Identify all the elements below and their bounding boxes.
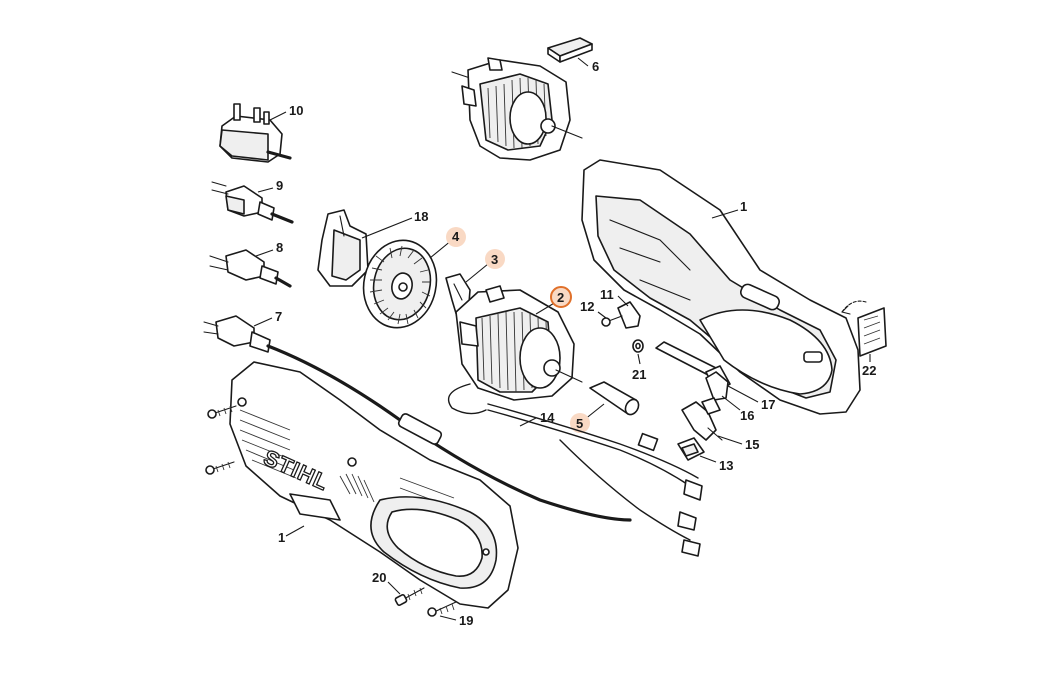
leader-line-9 — [257, 187, 274, 193]
callout-22[interactable]: 22 — [862, 363, 876, 378]
leader-line-20 — [387, 581, 401, 595]
callout-14[interactable]: 14 — [540, 410, 555, 425]
wiring-harness-part-14[interactable] — [487, 403, 703, 557]
trigger-part-15[interactable] — [681, 397, 723, 441]
leader-line-7 — [253, 317, 273, 327]
sleeve-part-5[interactable] — [589, 381, 641, 417]
uk-plug-part-10[interactable] — [219, 103, 292, 163]
screw-part-19[interactable] — [427, 601, 457, 617]
callout-17[interactable]: 17 — [761, 397, 775, 412]
housing-shell-left-part-1[interactable]: STIHL — [229, 361, 519, 609]
housing-screw-upper[interactable] — [207, 405, 237, 419]
fan-wheel-part-4[interactable] — [356, 233, 445, 334]
leader-line-10 — [269, 111, 287, 121]
callout-6[interactable]: 6 — [592, 59, 599, 74]
clamp-part-11[interactable] — [617, 301, 641, 329]
motor-part-2[interactable] — [447, 285, 583, 415]
leader-line-8 — [255, 249, 274, 257]
lever-part-16[interactable] — [705, 371, 729, 401]
bracket-part-18[interactable] — [317, 209, 369, 287]
leader-line-3 — [465, 263, 489, 283]
callout-1a[interactable]: 1 — [740, 199, 747, 214]
leader-line-18 — [361, 217, 413, 239]
leader-line-6 — [577, 57, 589, 67]
leader-line-1a — [711, 209, 739, 219]
callout-13[interactable]: 13 — [719, 458, 733, 473]
highlight-badge-4 — [446, 227, 466, 247]
leader-line-1b — [285, 525, 305, 537]
leader-line-19 — [439, 615, 457, 621]
leader-line-13 — [699, 455, 717, 463]
euro-plug-part-8[interactable] — [209, 249, 292, 288]
callout-9[interactable]: 9 — [276, 178, 283, 193]
callout-12[interactable]: 12 — [580, 299, 594, 314]
leader-line-12 — [597, 311, 607, 319]
switch-part-13[interactable] — [677, 437, 705, 461]
callout-3[interactable]: 3 — [491, 252, 498, 267]
screw-part-20[interactable] — [394, 587, 425, 606]
leader-line-17 — [727, 385, 759, 403]
washer-part-21[interactable] — [632, 339, 644, 353]
highlight-badge-3 — [485, 249, 505, 269]
callout-21[interactable]: 21 — [632, 367, 646, 382]
callout-18[interactable]: 18 — [414, 209, 428, 224]
motor-assembly-part-6[interactable] — [451, 57, 583, 161]
leader-line-16 — [721, 395, 741, 411]
callout-20[interactable]: 20 — [372, 570, 386, 585]
leader-line-11 — [617, 295, 629, 307]
callout-16[interactable]: 16 — [740, 408, 754, 423]
housing-shell-right-part-1[interactable] — [581, 159, 861, 415]
highlight-badge-5 — [570, 413, 590, 433]
power-cord-part-7[interactable] — [203, 315, 632, 522]
callout-11[interactable]: 11 — [600, 287, 614, 302]
leader-line-14 — [519, 417, 537, 427]
callout-4[interactable]: 4 — [452, 229, 460, 244]
highlight-badge-2 — [550, 286, 572, 308]
leader-line-15 — [717, 435, 743, 445]
label-sticker-part-22[interactable] — [841, 300, 887, 357]
housing-screw-lower[interactable] — [205, 461, 235, 475]
leader-line-21 — [637, 353, 641, 365]
callout-10[interactable]: 10 — [289, 103, 303, 118]
callout-15[interactable]: 15 — [745, 437, 759, 452]
eu-plug-part-9[interactable] — [211, 181, 294, 224]
callout-8[interactable]: 8 — [276, 240, 283, 255]
callout-5[interactable]: 5 — [576, 416, 583, 431]
callout-7[interactable]: 7 — [275, 309, 282, 324]
callout-1b[interactable]: 1 — [278, 530, 285, 545]
callout-19[interactable]: 19 — [459, 613, 473, 628]
callout-2[interactable]: 2 — [557, 290, 564, 305]
brush-holder-part-6[interactable] — [547, 37, 593, 63]
